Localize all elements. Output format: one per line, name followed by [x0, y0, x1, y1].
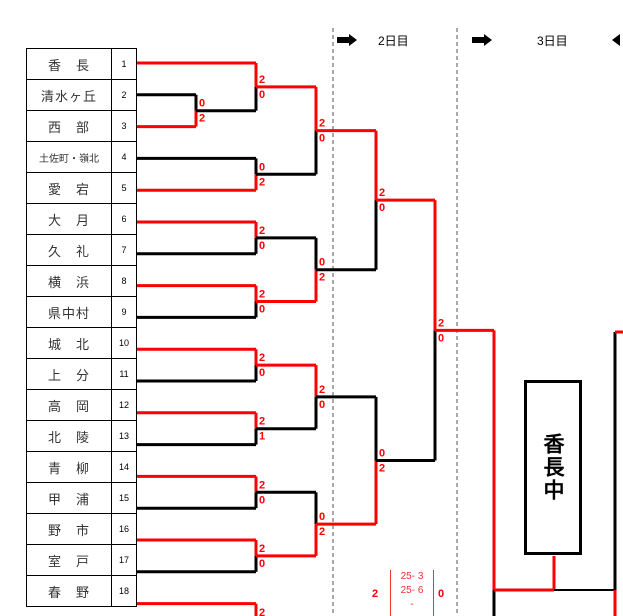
- day-3-label: 3日目: [537, 34, 568, 48]
- match-score: 0: [259, 89, 265, 101]
- match-score: 2: [259, 607, 265, 616]
- team-name: 香 長: [26, 48, 112, 80]
- match-score: 0: [259, 161, 265, 173]
- set-score: 25- 3: [400, 571, 424, 582]
- set-score: -: [410, 599, 414, 610]
- day-2-label: 2日目: [378, 34, 409, 48]
- match-score: 0: [319, 133, 325, 145]
- match-score: 0: [259, 367, 265, 379]
- set-score-win: 2: [372, 588, 379, 600]
- match-score: 2: [259, 479, 265, 491]
- team-seed: 13: [111, 420, 137, 452]
- match-score: 0: [319, 257, 325, 269]
- team-name: 久 礼: [26, 234, 112, 266]
- team-name: 野 市: [26, 513, 112, 545]
- match-score: 0: [438, 332, 444, 344]
- team-name: 北 陵: [26, 420, 112, 452]
- set-scores-list: 25- 3 25- 6 -: [390, 570, 434, 616]
- set-score: 25- 6: [400, 585, 424, 596]
- match-score: 2: [259, 74, 265, 86]
- match-score: 2: [259, 352, 265, 364]
- team-seed: 8: [111, 265, 137, 297]
- match-score: 2: [319, 384, 325, 396]
- team-name: 横 浜: [26, 265, 112, 297]
- team-seed: 6: [111, 203, 137, 235]
- team-seed: 16: [111, 513, 137, 545]
- right-arrow-icon: [472, 34, 492, 46]
- match-score: 2: [259, 416, 265, 428]
- team-seed: 7: [111, 234, 137, 266]
- team-name: 春 野: [26, 575, 112, 607]
- team-name: 土佐町・嶺北: [26, 141, 112, 173]
- team-seed: 15: [111, 482, 137, 514]
- team-name: 上 分: [26, 358, 112, 390]
- champion-name: 香長中: [541, 433, 565, 502]
- team-seed: 14: [111, 451, 137, 483]
- match-score: 0: [379, 448, 385, 460]
- team-seed: 1: [111, 48, 137, 80]
- match-score: 2: [319, 526, 325, 538]
- team-name: 室 戸: [26, 544, 112, 576]
- left-arrow-icon: [612, 34, 620, 46]
- team-seed: 11: [111, 358, 137, 390]
- team-name: 愛 宕: [26, 172, 112, 204]
- match-score: 2: [438, 317, 444, 329]
- match-score: 0: [379, 202, 385, 214]
- match-score: 2: [259, 176, 265, 188]
- team-name: 大 月: [26, 203, 112, 235]
- set-score-lose: 0: [438, 588, 445, 600]
- match-score: 0: [259, 304, 265, 316]
- team-seed: 3: [111, 110, 137, 142]
- right-arrow-icon: [337, 34, 357, 46]
- team-seed: 4: [111, 141, 137, 173]
- match-score: 2: [379, 463, 385, 475]
- match-score: 1: [259, 431, 265, 443]
- team-seed: 17: [111, 544, 137, 576]
- match-score: 0: [259, 240, 265, 252]
- team-seed: 5: [111, 172, 137, 204]
- match-score: 0: [259, 494, 265, 506]
- match-score: 0: [199, 98, 205, 110]
- match-score: 2: [199, 113, 205, 125]
- match-score: 0: [259, 558, 265, 570]
- match-score: 2: [259, 289, 265, 301]
- team-name: 県中村: [26, 296, 112, 328]
- match-score: 0: [319, 399, 325, 411]
- match-score: 0: [319, 511, 325, 523]
- match-score: 2: [319, 118, 325, 130]
- team-seed: 9: [111, 296, 137, 328]
- team-seed: 18: [111, 575, 137, 607]
- team-seed: 12: [111, 389, 137, 421]
- champion-box: 香長中: [524, 380, 582, 555]
- match-score: 2: [379, 187, 385, 199]
- team-seed: 10: [111, 327, 137, 359]
- set-score-detail: 2 25- 3 25- 6 - 0: [372, 570, 452, 616]
- match-score: 2: [259, 225, 265, 237]
- team-name: 高 岡: [26, 389, 112, 421]
- match-score: 2: [259, 543, 265, 555]
- match-score: 2: [319, 272, 325, 284]
